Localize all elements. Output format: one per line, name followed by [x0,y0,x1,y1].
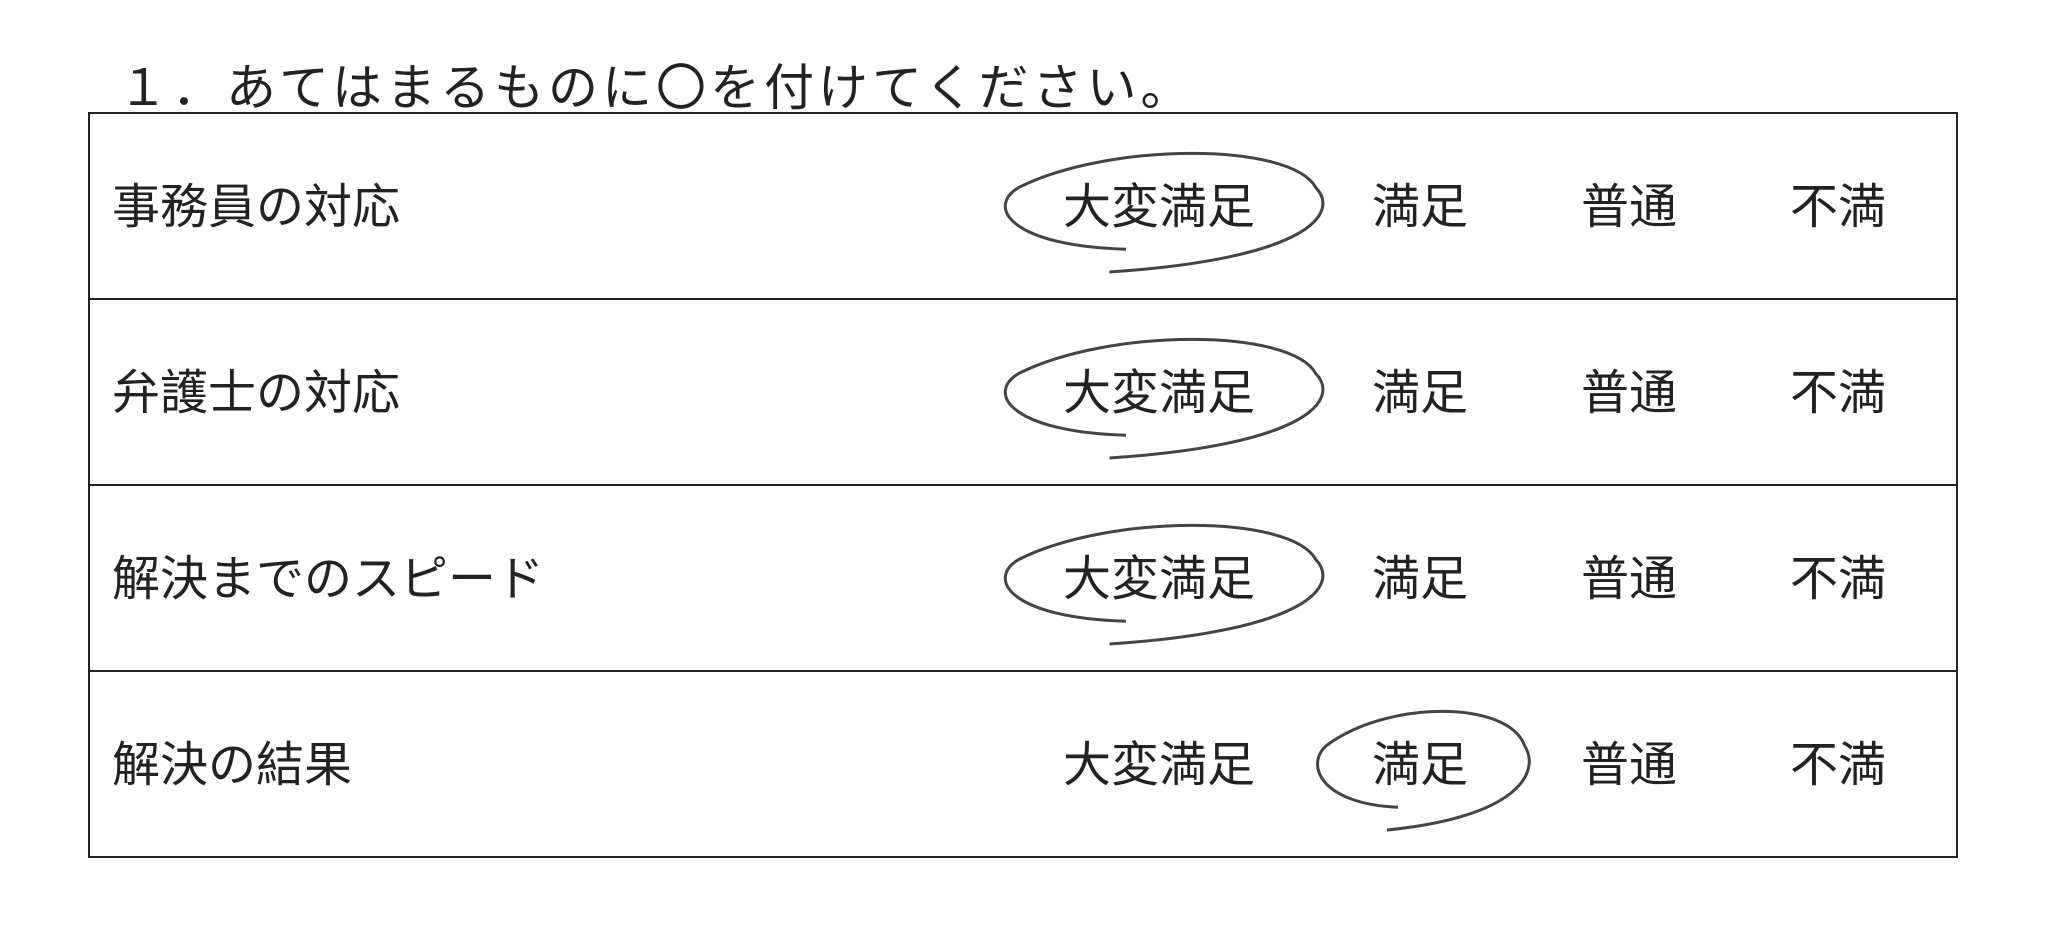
option-very-satisfied[interactable]: 大変満足 [1062,551,1256,607]
option-very-satisfied[interactable]: 大変満足 [1062,365,1256,421]
survey-row: 解決の結果 大変満足 満足 普通 不満 [90,672,1956,858]
row-label: 解決の結果 [112,737,353,793]
option-neutral[interactable]: 普通 [1580,551,1678,607]
option-satisfied[interactable]: 満足 [1371,179,1469,235]
option-neutral[interactable]: 普通 [1580,179,1678,235]
option-dissatisfied[interactable]: 不満 [1789,737,1887,793]
survey-table: 事務員の対応大変満足満足普通不満弁護士の対応大変満足満足普通不満解決までのスピー… [88,112,1958,858]
row-label: 事務員の対応 [112,179,401,235]
option-very-satisfied[interactable]: 大変満足 [1062,737,1256,793]
option-satisfied[interactable]: 満足 [1371,365,1469,421]
option-neutral[interactable]: 普通 [1580,365,1678,421]
survey-row: 弁護士の対応 大変満足 満足 普通 不満 [90,300,1956,486]
option-neutral[interactable]: 普通 [1580,737,1678,793]
row-label: 解決までのスピード [112,551,545,607]
option-very-satisfied[interactable]: 大変満足 [1062,179,1256,235]
survey-row: 解決までのスピード 大変満足 満足 普通 不満 [90,486,1956,672]
question-title: １．あてはまるものに〇を付けてください。 [118,59,1195,117]
option-dissatisfied[interactable]: 不満 [1789,179,1887,235]
survey-row: 事務員の対応 大変満足 満足 普通 不満 [90,114,1956,300]
option-satisfied[interactable]: 満足 [1371,551,1469,607]
row-label: 弁護士の対応 [112,365,401,421]
option-satisfied[interactable]: 満足 [1371,737,1469,793]
option-dissatisfied[interactable]: 不満 [1789,365,1887,421]
option-dissatisfied[interactable]: 不満 [1789,551,1887,607]
